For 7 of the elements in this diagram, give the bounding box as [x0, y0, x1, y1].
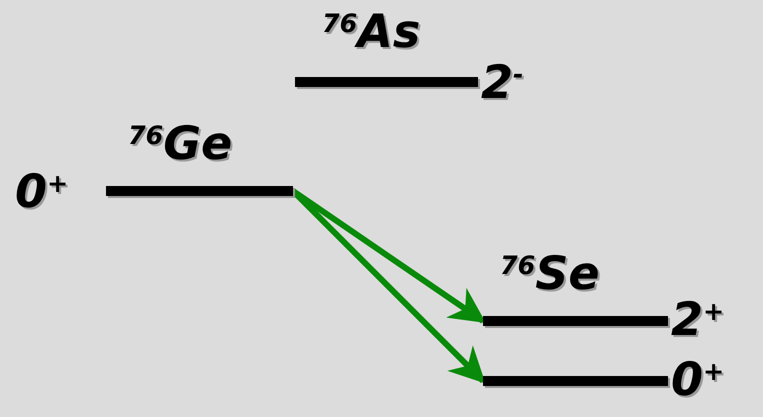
spin-parity-label: 0$^{+}$	[671, 356, 724, 402]
spin-parity-label: 0$^{+}$	[15, 168, 68, 214]
nuclide-label: $^{76}$Ge	[128, 120, 232, 166]
nuclide-label: $^{76}$Se	[500, 250, 600, 296]
nuclide-label: $^{76}$As	[322, 8, 420, 54]
spin-parity-label: 2$^{+}$	[671, 296, 724, 342]
spin-parity-label: 2$^{-}$	[481, 59, 524, 105]
